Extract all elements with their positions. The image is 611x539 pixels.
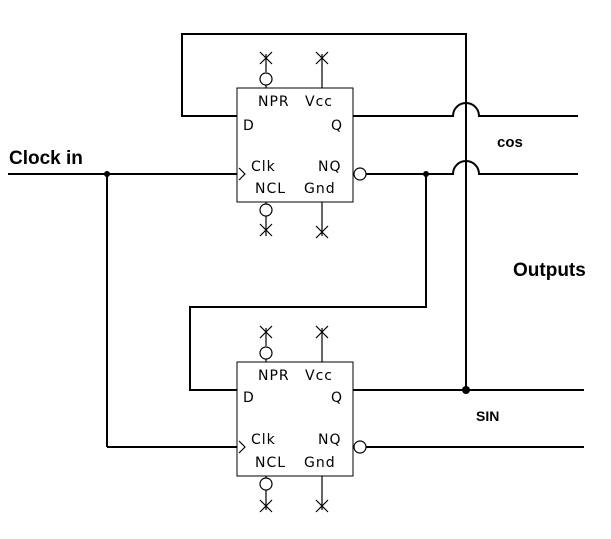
wires — [8, 33, 584, 448]
pin-q-label: Q — [331, 390, 343, 406]
pin-clk-label: Clk — [251, 159, 276, 175]
pin-ncl-label: NCL — [255, 455, 286, 471]
ncl-bubble — [259, 477, 273, 491]
pin-vcc-label: Vcc — [305, 94, 333, 110]
npr-x-icon — [259, 325, 273, 339]
pin-d-label: D — [243, 390, 255, 406]
junction-nq — [423, 171, 429, 177]
vcc-x-icon — [315, 325, 329, 339]
pin-q-label: Q — [331, 118, 343, 134]
pin-vcc-label: Vcc — [305, 368, 333, 384]
flipflop-bottom: NPR Vcc D Q Clk NQ NCL Gnd — [236, 325, 367, 513]
gnd-x-icon — [315, 499, 329, 513]
npr-bubble — [259, 346, 273, 360]
junction-sin — [462, 386, 470, 394]
clock-triangle-icon — [238, 167, 246, 181]
pin-ncl-label: NCL — [255, 181, 286, 197]
nq-bubble — [353, 440, 367, 454]
wire-nq-to-bottom-d — [189, 174, 427, 391]
pin-npr-label: NPR — [258, 368, 290, 384]
nq-bubble — [353, 167, 367, 181]
vcc-x-icon — [315, 51, 329, 65]
wire-cos-q — [353, 102, 578, 117]
pin-gnd-label: Gnd — [304, 181, 336, 197]
ncl-x-icon — [259, 499, 273, 513]
pin-nq-label: NQ — [318, 159, 342, 175]
pin-clk-label: Clk — [251, 432, 276, 448]
npr-x-icon — [259, 51, 273, 65]
outputs-label: Outputs — [513, 260, 586, 281]
flipflop-body — [236, 361, 354, 477]
clock-triangle-icon — [238, 440, 246, 454]
pin-npr-label: NPR — [258, 94, 290, 110]
wire-top-feedback — [181, 33, 467, 390]
wire-top-nq — [366, 160, 578, 175]
ncl-x-icon — [259, 223, 273, 237]
pin-d-label: D — [243, 118, 255, 134]
pin-gnd-label: Gnd — [304, 455, 336, 471]
sin-label: SIN — [476, 408, 499, 424]
cos-label: cos — [497, 134, 523, 151]
gnd-x-icon — [315, 225, 329, 239]
npr-bubble — [259, 72, 273, 86]
clock-in-label: Clock in — [9, 148, 83, 169]
flipflop-top: NPR Vcc D Q Clk NQ NCL Gnd — [236, 51, 367, 239]
flipflop-body — [236, 87, 354, 203]
pin-nq-label: NQ — [318, 432, 342, 448]
junction-clock — [104, 171, 110, 177]
ncl-bubble — [259, 203, 273, 217]
